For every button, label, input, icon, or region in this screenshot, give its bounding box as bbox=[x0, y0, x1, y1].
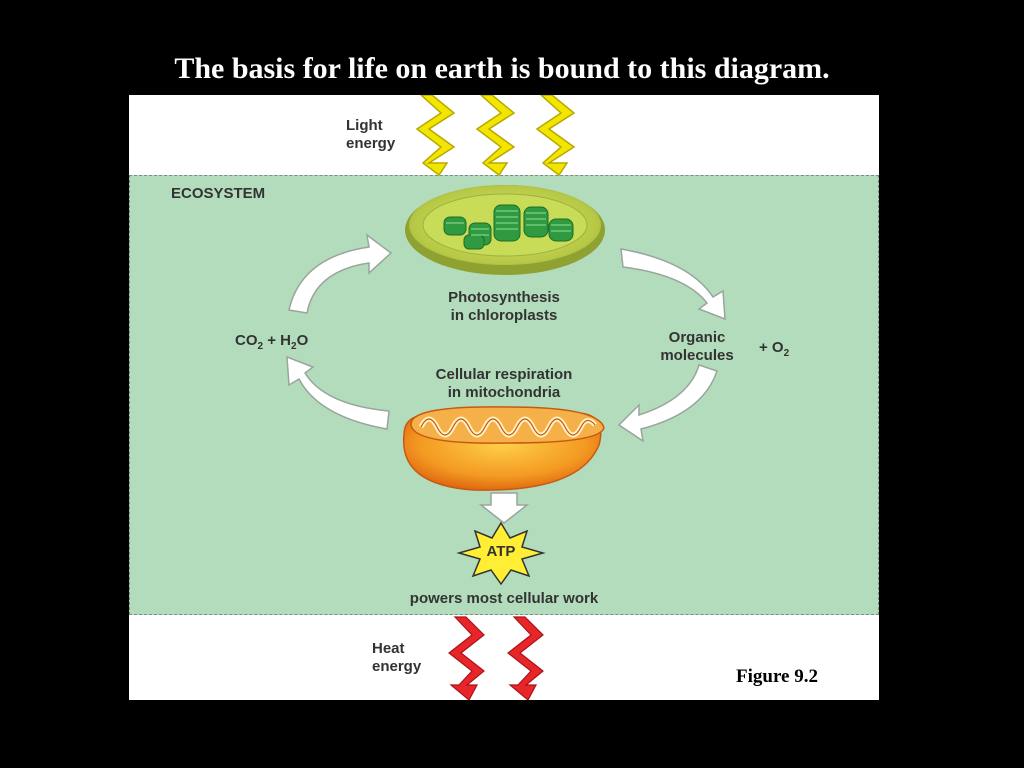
arrow-to-mitochondrion bbox=[617, 364, 718, 443]
powers-cellular-work-label: powers most cellular work bbox=[409, 590, 599, 607]
heat-energy-bolts bbox=[448, 616, 544, 700]
chloroplast-illustration bbox=[405, 185, 605, 275]
atp-label: ATP bbox=[486, 543, 516, 560]
ecosystem-label: ECOSYSTEM bbox=[171, 185, 266, 202]
co2-h2o-label: CO2 + H2O bbox=[235, 332, 309, 352]
arrow-to-organic bbox=[620, 248, 726, 321]
arrow-to-atp bbox=[478, 492, 530, 524]
oxygen-label: + O2 bbox=[759, 339, 790, 359]
atp-starburst bbox=[456, 521, 546, 586]
heat-bolt-1 bbox=[448, 616, 485, 700]
arrow-to-co2 bbox=[286, 355, 390, 430]
heat-bolt-2 bbox=[507, 616, 544, 700]
slide-title: The basis for life on earth is bound to … bbox=[174, 52, 830, 85]
mitochondrion-illustration bbox=[403, 406, 605, 491]
arrow-to-chloroplast bbox=[288, 233, 393, 314]
light-energy-bolts bbox=[415, 95, 576, 177]
light-bolt-2 bbox=[475, 95, 516, 177]
light-bolt-1 bbox=[415, 95, 456, 177]
figure-caption: Figure 9.2 bbox=[736, 666, 818, 687]
light-bolt-3 bbox=[535, 95, 576, 177]
diagram-graphics bbox=[286, 95, 726, 700]
cycle-arrows bbox=[286, 233, 726, 524]
